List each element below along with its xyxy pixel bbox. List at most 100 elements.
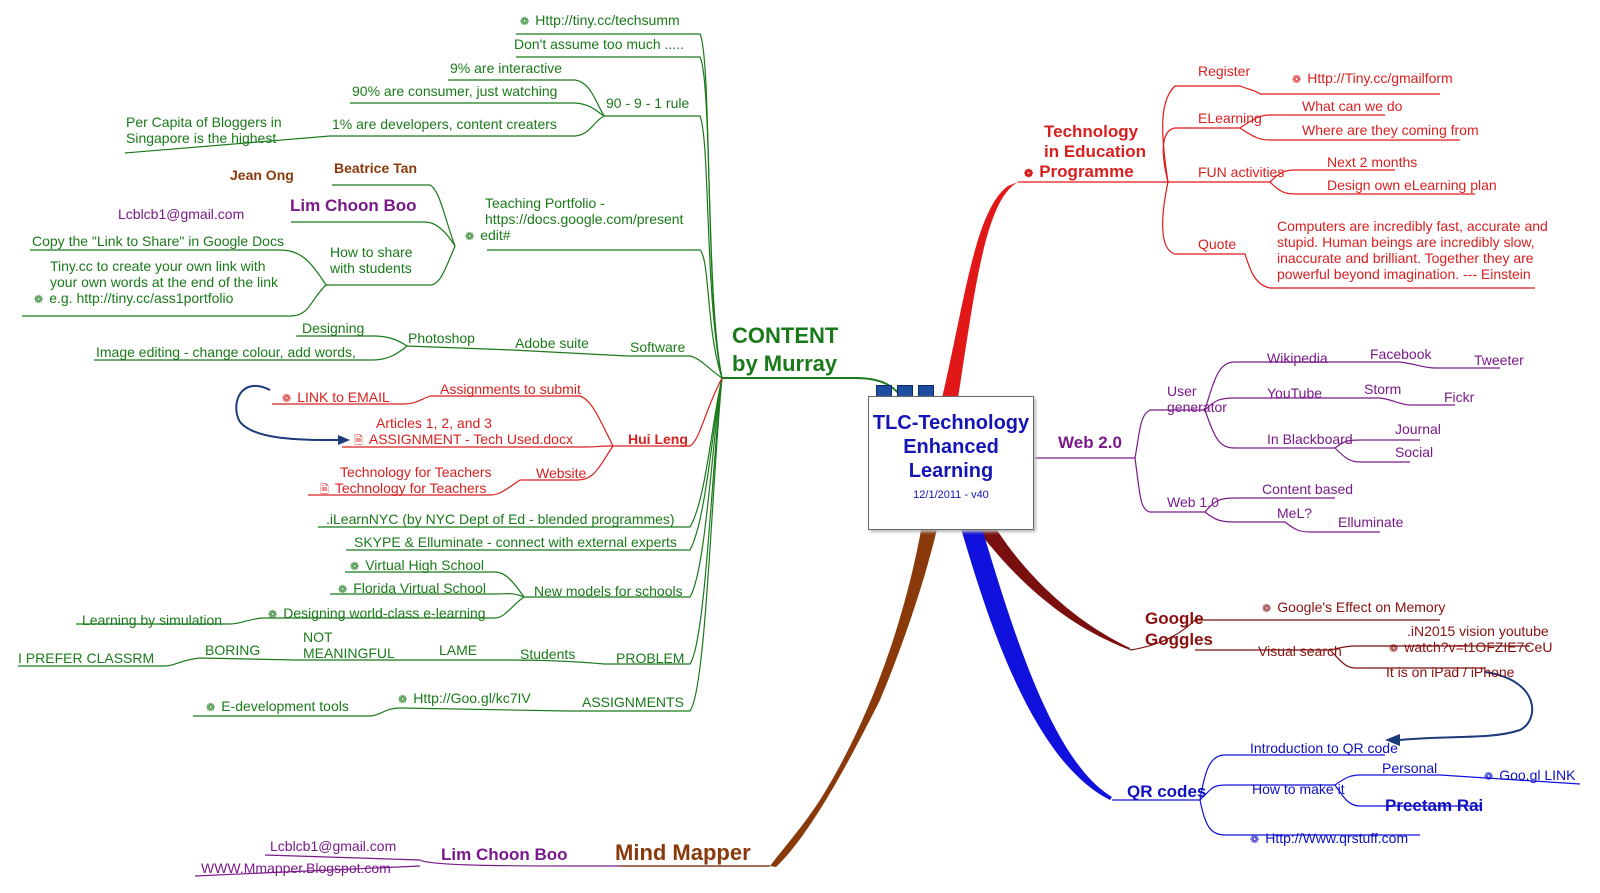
topic-learning-sim[interactable]: Learning by simulation — [82, 612, 223, 628]
goggles-branch — [970, 515, 1130, 650]
topic-facebook[interactable]: Facebook — [1370, 346, 1432, 362]
topic-portfolio[interactable]: Teaching Portfolio -https://docs.google.… — [465, 195, 684, 243]
connector-arrow — [1399, 671, 1534, 741]
web-link-icon: ❁ — [1250, 834, 1260, 846]
topic-prefer[interactable]: I PREFER CLASSRM — [18, 650, 155, 666]
topic-ipad[interactable]: It is on iPad / iPhone — [1386, 664, 1515, 680]
topic-ilearn[interactable]: .iLearnNYC (by NYC Dept of Ed - blended … — [326, 511, 675, 527]
topic-qrstuff[interactable]: ❁Http://Www.qrstuff.com — [1250, 830, 1409, 846]
topic-boring[interactable]: BORING — [205, 642, 261, 658]
topic-students[interactable]: Students — [520, 646, 576, 662]
topic-design-own[interactable]: Design own eLearning plan — [1327, 177, 1497, 193]
topic-interactive[interactable]: 9% are interactive — [450, 60, 563, 76]
topic-quote[interactable]: Quote — [1198, 236, 1237, 252]
topic-consumer[interactable]: 90% are consumer, just watching — [352, 83, 558, 99]
topic-google-effect[interactable]: ❁Google's Effect on Memory — [1262, 599, 1446, 615]
topic-adobe[interactable]: Adobe suite — [515, 335, 589, 351]
web-link-icon: ❁ — [34, 294, 44, 306]
topic-elluminate[interactable]: Elluminate — [1338, 514, 1404, 530]
topic-next2[interactable]: Next 2 months — [1327, 154, 1418, 170]
web2-topic[interactable]: Web 2.0 — [1058, 433, 1122, 452]
topic-goo-link[interactable]: ❁Http://Goo.gl/kc7IV — [398, 690, 531, 706]
topic-how-make[interactable]: How to make it — [1252, 781, 1345, 797]
topic-youtube[interactable]: YouTube — [1267, 385, 1323, 401]
topic-beatrice[interactable]: Beatrice Tan — [334, 160, 417, 176]
topic-googl-link[interactable]: ❁Goo.gl LINK — [1484, 767, 1576, 783]
topic-rule[interactable]: 90 - 9 - 1 rule — [606, 95, 690, 111]
topic-link-email[interactable]: ❁LINK to EMAIL — [282, 389, 390, 405]
topic-articles[interactable]: Articles 1, 2, and 3🗎ASSIGNMENT - Tech U… — [354, 415, 573, 447]
topic-tech-teachers[interactable]: Technology for Teachers🗎Technology for T… — [320, 464, 492, 496]
topic-preetam[interactable]: Preetam Rai — [1385, 796, 1484, 815]
topic-tiny-link[interactable]: ❁Http://tiny.cc/techsumm — [520, 12, 680, 28]
topic-designing[interactable]: Designing — [302, 320, 365, 336]
topic-designing-wc[interactable]: ❁Designing world-class e-learning — [268, 605, 486, 621]
topic-skype[interactable]: SKYPE & Elluminate - connect with extern… — [354, 534, 677, 550]
topic-content-based[interactable]: Content based — [1262, 481, 1354, 497]
topic-new-models[interactable]: New models for schools — [534, 583, 683, 599]
topic-personal[interactable]: Personal — [1382, 760, 1438, 776]
tep-branch — [942, 182, 1018, 398]
topic-storm[interactable]: Storm — [1364, 381, 1402, 397]
topic-assignments[interactable]: ASSIGNMENTS — [582, 694, 684, 710]
topic-dont-assume[interactable]: Don't assume too much ..... — [514, 36, 684, 52]
topic-youtube-link[interactable]: .iN2015 vision youtube❁watch?v=t1OFZIE7C… — [1389, 623, 1553, 655]
topic-fun[interactable]: FUN activities — [1198, 164, 1285, 180]
topic-photoshop[interactable]: Photoshop — [408, 330, 475, 346]
topic-where-from[interactable]: Where are they coming from — [1302, 122, 1479, 138]
topic-mm-lim[interactable]: Lim Choon Boo — [441, 845, 568, 864]
topic-mm-email[interactable]: Lcblcb1@gmail.com — [270, 838, 397, 854]
topic-copy-link[interactable]: Copy the "Link to Share" in Google Docs — [32, 233, 284, 249]
topic-software[interactable]: Software — [630, 339, 686, 355]
topic-email[interactable]: Lcblcb1@gmail.com — [118, 206, 245, 222]
web-link-icon: ❁ — [1024, 168, 1034, 180]
topic-visual-search[interactable]: Visual search — [1258, 643, 1342, 659]
topic-journal[interactable]: Journal — [1395, 421, 1441, 437]
topic-web1[interactable]: Web 1.0 — [1167, 494, 1219, 510]
topic-lame[interactable]: LAME — [439, 642, 478, 658]
topic-elearning[interactable]: ELearning — [1198, 110, 1262, 126]
web-link-icon: ❁ — [282, 393, 292, 405]
web-link-icon: ❁ — [338, 584, 348, 596]
topic-tweeter[interactable]: Tweeter — [1474, 352, 1524, 368]
topic-image-editing[interactable]: Image editing - change colour, add words… — [96, 344, 356, 360]
topic-blackboard[interactable]: In Blackboard — [1267, 431, 1353, 447]
version-date: 12/1/2011 - v40 — [913, 489, 989, 501]
topic-what-can[interactable]: What can we do — [1302, 98, 1403, 114]
mind-mapper-topic[interactable]: Mind Mapper — [615, 840, 751, 865]
topic-jean[interactable]: Jean Ong — [230, 167, 294, 183]
topic-fickr[interactable]: Fickr — [1444, 389, 1475, 405]
topic-lim[interactable]: Lim Choon Boo — [290, 196, 417, 215]
web-link-icon: ❁ — [268, 609, 278, 621]
web-link-icon: ❁ — [398, 694, 408, 706]
topic-mel[interactable]: MeL? — [1277, 505, 1313, 521]
topic-website[interactable]: Website — [536, 465, 587, 481]
quote-text[interactable]: Computers are incredibly fast, accurate … — [1277, 218, 1548, 282]
document-icon: 🗎 — [320, 484, 329, 496]
qr-topic[interactable]: QR codes — [1127, 782, 1207, 801]
web-link-icon: ❁ — [206, 702, 216, 714]
topic-hui-leng[interactable]: Hui Leng — [628, 431, 688, 447]
topic-problem[interactable]: PROBLEM — [616, 650, 685, 666]
central-topic[interactable]: TLC-Technology Enhanced Learning 12/1/20… — [868, 396, 1034, 530]
topic-fvs[interactable]: ❁Florida Virtual School — [338, 580, 487, 596]
topic-social[interactable]: Social — [1395, 444, 1434, 460]
topic-qr-intro[interactable]: Introduction to QR code — [1250, 740, 1398, 756]
web-link-icon: ❁ — [520, 16, 530, 28]
topic-mm-blog[interactable]: WWW.Mmapper.Blogspot.com — [201, 860, 391, 876]
topic-developers[interactable]: 1% are developers, content creaters — [332, 116, 557, 132]
topic-assignments-submit[interactable]: Assignments to submit — [440, 381, 581, 397]
topic-wikipedia[interactable]: Wikipedia — [1267, 350, 1328, 366]
topic-register[interactable]: Register — [1198, 63, 1251, 79]
topic-gmailform[interactable]: ❁Http://Tiny.cc/gmailform — [1292, 70, 1453, 86]
topic-vhs[interactable]: ❁Virtual High School — [350, 557, 485, 573]
topic-edev[interactable]: ❁E-development tools — [206, 698, 349, 714]
